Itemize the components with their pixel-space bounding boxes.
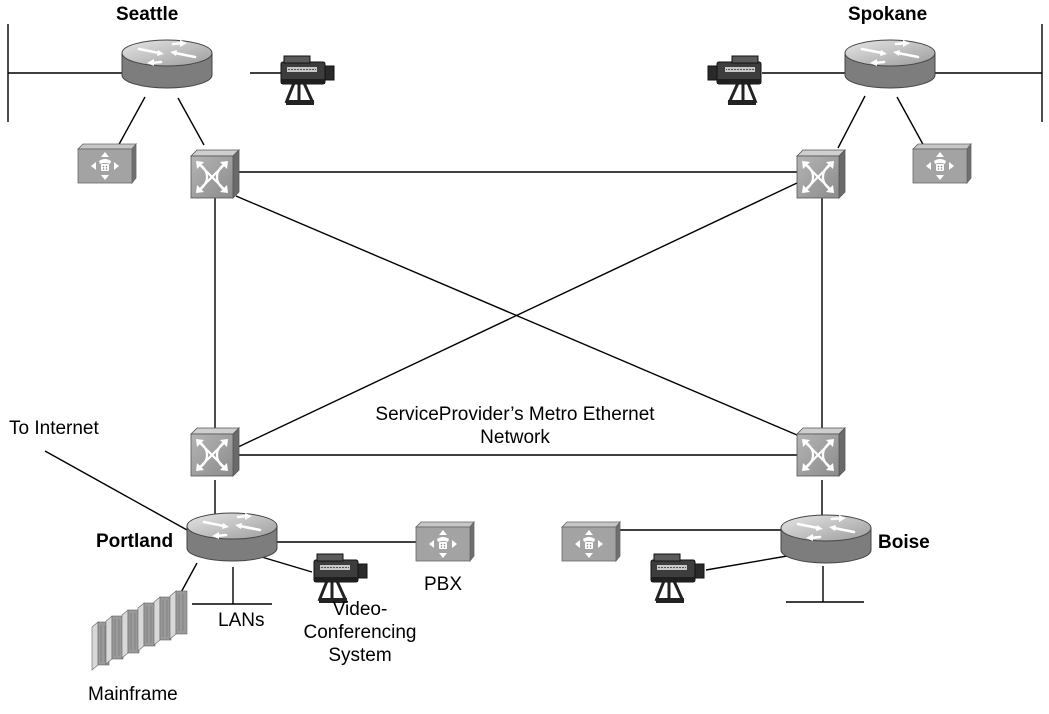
site-label-portland: Portland [96, 531, 174, 552]
router-icon [185, 511, 279, 563]
link-boise-video [705, 554, 794, 571]
metro-network-label-line1: ServiceProvider’s Metro Ethernet [375, 404, 655, 425]
link-portland-video [254, 554, 313, 573]
mainframe-icon [91, 590, 188, 671]
video-camera-icon [279, 54, 336, 107]
metro-ethernet-switch-icon [189, 148, 241, 200]
site-label-spokane: Spokane [848, 4, 928, 25]
metro-network-label-line2: Network [480, 427, 550, 448]
link-spokane-switch [837, 95, 866, 149]
to-internet-label: To Internet [9, 418, 99, 439]
link-spokane-pbx [896, 96, 926, 149]
video-conferencing-label: Video- Conferencing System [300, 598, 420, 667]
lans-label: LANs [218, 610, 265, 631]
video-conferencing-label-line1: Video- [332, 599, 388, 620]
video-camera-icon [312, 552, 369, 605]
metro-ethernet-switch-icon [795, 148, 847, 200]
link-seattle-switch [177, 97, 205, 146]
metro-ethernet-switch-icon [189, 426, 241, 478]
pbx-phone-icon [415, 521, 475, 562]
metro-network-label: ServiceProvider’s Metro Ethernet Network [345, 403, 685, 449]
site-label-seattle: Seattle [116, 4, 179, 25]
pbx-phone-icon [77, 143, 137, 184]
link-portland-internet [44, 450, 197, 536]
router-icon [120, 38, 214, 90]
metro-ethernet-switch-icon [795, 426, 847, 478]
router-icon [779, 513, 873, 565]
pbx-phone-icon [912, 143, 972, 184]
video-camera-icon [649, 552, 706, 605]
video-conferencing-label-line2: Conferencing [303, 622, 417, 643]
pbx-phone-icon [561, 521, 621, 562]
link-spokane-portland-sw [235, 182, 798, 449]
link-seattle-pbx [116, 96, 146, 149]
video-conferencing-label-line3: System [328, 645, 392, 666]
site-label-boise: Boise [878, 532, 930, 553]
mainframe-label: Mainframe [88, 684, 178, 705]
pbx-label: PBX [424, 574, 463, 595]
network-links [7, 24, 1043, 632]
video-camera-icon [706, 54, 763, 107]
router-icon [843, 38, 937, 90]
